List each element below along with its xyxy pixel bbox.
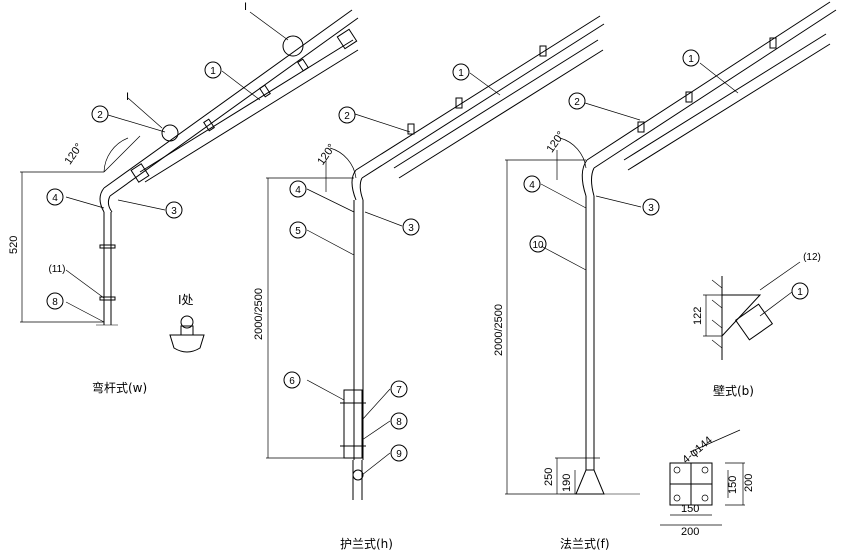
dim-b-height: 122	[692, 307, 704, 325]
callout-1-b: 1	[797, 287, 803, 298]
callout-2-h: 2	[344, 111, 350, 122]
angle-h: 120°	[315, 142, 338, 168]
callout-3-h: 3	[408, 223, 414, 234]
callout-1-f: 1	[688, 54, 694, 65]
variant-w	[20, 9, 359, 326]
callout-8-h: 8	[396, 417, 402, 428]
caption-b: 壁式(b)	[713, 383, 754, 398]
callout-4-h: 4	[295, 185, 301, 196]
plate-h-inner: 150	[727, 476, 739, 494]
plate-hole-label: 4-φ144	[680, 434, 715, 466]
callout-1-h: 1	[458, 68, 464, 79]
caption-f: 法兰式(f)	[560, 537, 610, 551]
callout-11-w: (11)	[48, 264, 65, 275]
callout-2-f: 2	[574, 97, 580, 108]
detail-lamp-icon	[169, 315, 205, 353]
callout-8-w: 8	[52, 297, 58, 308]
caption-h: 护兰式(h)	[340, 537, 393, 551]
callout-12-b: (12)	[803, 252, 821, 263]
plate-h-outer: 200	[743, 474, 755, 492]
section-mark-mid: I	[126, 91, 129, 103]
callout-9-h: 9	[396, 449, 402, 460]
variant-b	[703, 261, 809, 360]
dim-w-height: 520	[8, 236, 20, 254]
plate-w-outer: 200	[681, 526, 699, 538]
angle-f: 120°	[544, 129, 567, 155]
dim-h-height: 2000/2500	[253, 288, 265, 340]
callout-3-f: 3	[648, 203, 654, 214]
base-plate-view	[660, 429, 745, 526]
callout-4-w: 4	[52, 193, 58, 204]
dim-f-base: 250	[543, 468, 555, 486]
callout-2-w: 2	[97, 110, 103, 121]
callout-7-h: 7	[396, 385, 402, 396]
caption-w: 弯杆式(w)	[92, 380, 147, 395]
callout-5-h: 5	[295, 226, 301, 237]
plate-w-inner: 150	[681, 503, 699, 515]
callout-1-w: 1	[210, 66, 216, 77]
callout-3-w: 3	[171, 206, 177, 217]
callout-6-h: 6	[289, 376, 295, 387]
dim-f-base2: 190	[561, 474, 573, 492]
callout-4-f: 4	[529, 180, 535, 191]
angle-w: 120°	[62, 141, 85, 167]
callout-10-f: 10	[532, 240, 544, 251]
section-mark-top: I	[244, 1, 247, 13]
variant-h	[266, 15, 605, 500]
variant-f	[505, 1, 837, 495]
dim-f-height: 2000/2500	[493, 304, 505, 356]
detail-label: I处	[178, 293, 194, 307]
